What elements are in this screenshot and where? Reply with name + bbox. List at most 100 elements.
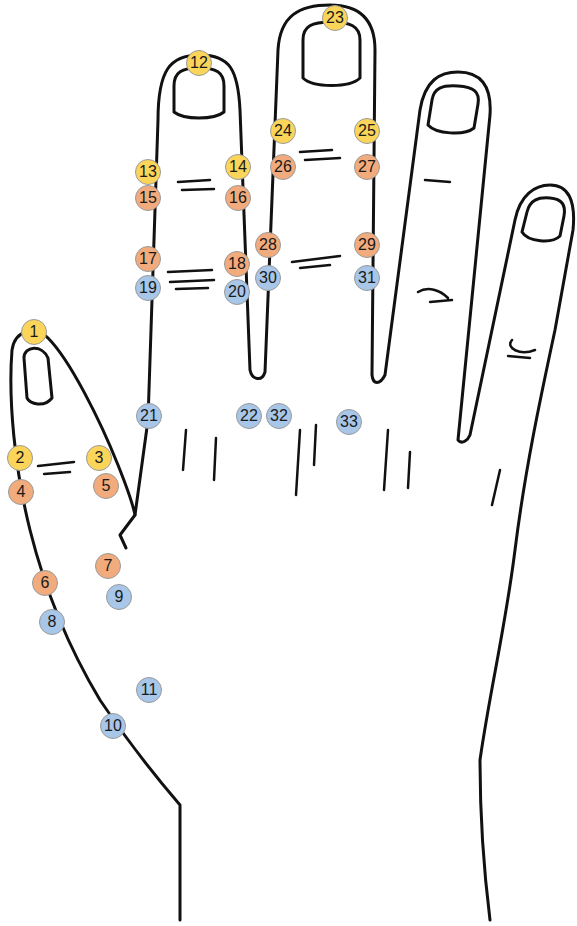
circle-fill	[355, 119, 380, 144]
callout-circle: 2	[7, 445, 33, 471]
callout-circle: 27	[354, 154, 380, 180]
circle-fill	[225, 280, 250, 305]
circle-fill	[271, 155, 296, 180]
circle-fill	[237, 404, 262, 429]
callout-circle: 20	[224, 279, 250, 305]
callout-circle: 22	[236, 403, 262, 429]
callout-number: 11	[141, 681, 158, 699]
callout-circle: 25	[354, 118, 380, 144]
callout-circle: 9	[106, 584, 132, 610]
circle-fill	[256, 266, 281, 291]
callout-number: 5	[102, 477, 111, 495]
circle-fill	[355, 266, 380, 291]
callout-circle: 6	[32, 570, 58, 596]
circle-fill	[355, 155, 380, 180]
circle-fill	[337, 410, 362, 435]
callout-circle: 3	[86, 445, 112, 471]
circle-fill	[137, 678, 162, 703]
circle-fill	[323, 6, 348, 31]
skin-creases	[38, 150, 535, 505]
circle-fill	[136, 247, 161, 272]
callout-circle: 31	[354, 265, 380, 291]
callout-circle: 11	[136, 677, 162, 703]
hand-outline	[11, 5, 574, 920]
callout-number: 9	[115, 588, 124, 606]
thumb-nail	[24, 348, 52, 404]
callout-number: 19	[139, 279, 157, 297]
callout-number: 13	[139, 163, 157, 181]
callout-number: 29	[358, 236, 376, 254]
callout-circle: 23	[322, 5, 348, 31]
crease	[168, 270, 214, 289]
callout-circle: 28	[255, 232, 281, 258]
callout-circle: 14	[225, 154, 251, 180]
callout-number: 18	[228, 255, 246, 273]
callout-number: 24	[274, 122, 292, 140]
circle-fill	[33, 571, 58, 596]
circle-fill	[96, 554, 121, 579]
callout-number: 4	[17, 483, 26, 501]
callout-number: 6	[41, 574, 50, 592]
callout-circle: 33	[336, 409, 362, 435]
circle-fill	[226, 155, 251, 180]
callout-number: 10	[104, 717, 122, 735]
callout-circle: 32	[266, 403, 292, 429]
callout-number: 1	[30, 323, 39, 341]
callout-number: 22	[240, 407, 258, 425]
callout-number: 16	[229, 189, 247, 207]
circle-fill	[267, 404, 292, 429]
circle-fill	[9, 480, 34, 505]
callout-number: 3	[95, 449, 104, 467]
callout-circle: 12	[186, 50, 212, 76]
callout-number: 20	[228, 283, 246, 301]
circle-fill	[94, 474, 119, 499]
circle-fill	[136, 186, 161, 211]
callout-number: 27	[358, 158, 376, 176]
circle-fill	[271, 119, 296, 144]
circle-fill	[22, 320, 47, 345]
thumb-web	[120, 515, 135, 548]
callout-circle: 26	[270, 154, 296, 180]
callout-circle: 21	[136, 403, 162, 429]
crease	[508, 340, 535, 358]
ring-nail	[428, 86, 478, 133]
circle-fill	[137, 404, 162, 429]
callout-circle: 13	[135, 159, 161, 185]
callout-circle: 1	[21, 319, 47, 345]
crease	[292, 256, 340, 268]
crease	[425, 180, 450, 182]
callout-circle: 4	[8, 479, 34, 505]
crease	[178, 180, 214, 190]
callout-circle: 16	[225, 185, 251, 211]
circle-fill	[187, 51, 212, 76]
callout-circle: 24	[270, 118, 296, 144]
callout-circle: 18	[224, 251, 250, 277]
callout-circle: 10	[100, 713, 126, 739]
callout-circle: 19	[135, 275, 161, 301]
circle-fill	[136, 276, 161, 301]
circle-fill	[101, 714, 126, 739]
callout-number: 12	[190, 54, 208, 72]
circle-fill	[256, 233, 281, 258]
callout-number: 7	[104, 557, 113, 575]
callout-number: 32	[270, 407, 288, 425]
callout-number: 28	[259, 236, 277, 254]
callout-number: 31	[358, 269, 376, 287]
callout-circle: 17	[135, 246, 161, 272]
callout-number: 23	[326, 9, 344, 27]
callout-number: 14	[229, 158, 247, 176]
little-nail	[522, 198, 564, 241]
circle-fill	[8, 446, 33, 471]
callout-circle: 29	[354, 232, 380, 258]
callout-number: 26	[274, 158, 292, 176]
crease	[300, 150, 340, 160]
circle-fill	[136, 160, 161, 185]
callout-number: 21	[140, 407, 158, 425]
crease	[38, 462, 74, 474]
callout-number: 30	[259, 269, 277, 287]
circle-fill	[225, 252, 250, 277]
callout-number: 2	[16, 449, 25, 467]
callout-number: 33	[340, 413, 358, 431]
callout-number: 8	[48, 613, 57, 631]
